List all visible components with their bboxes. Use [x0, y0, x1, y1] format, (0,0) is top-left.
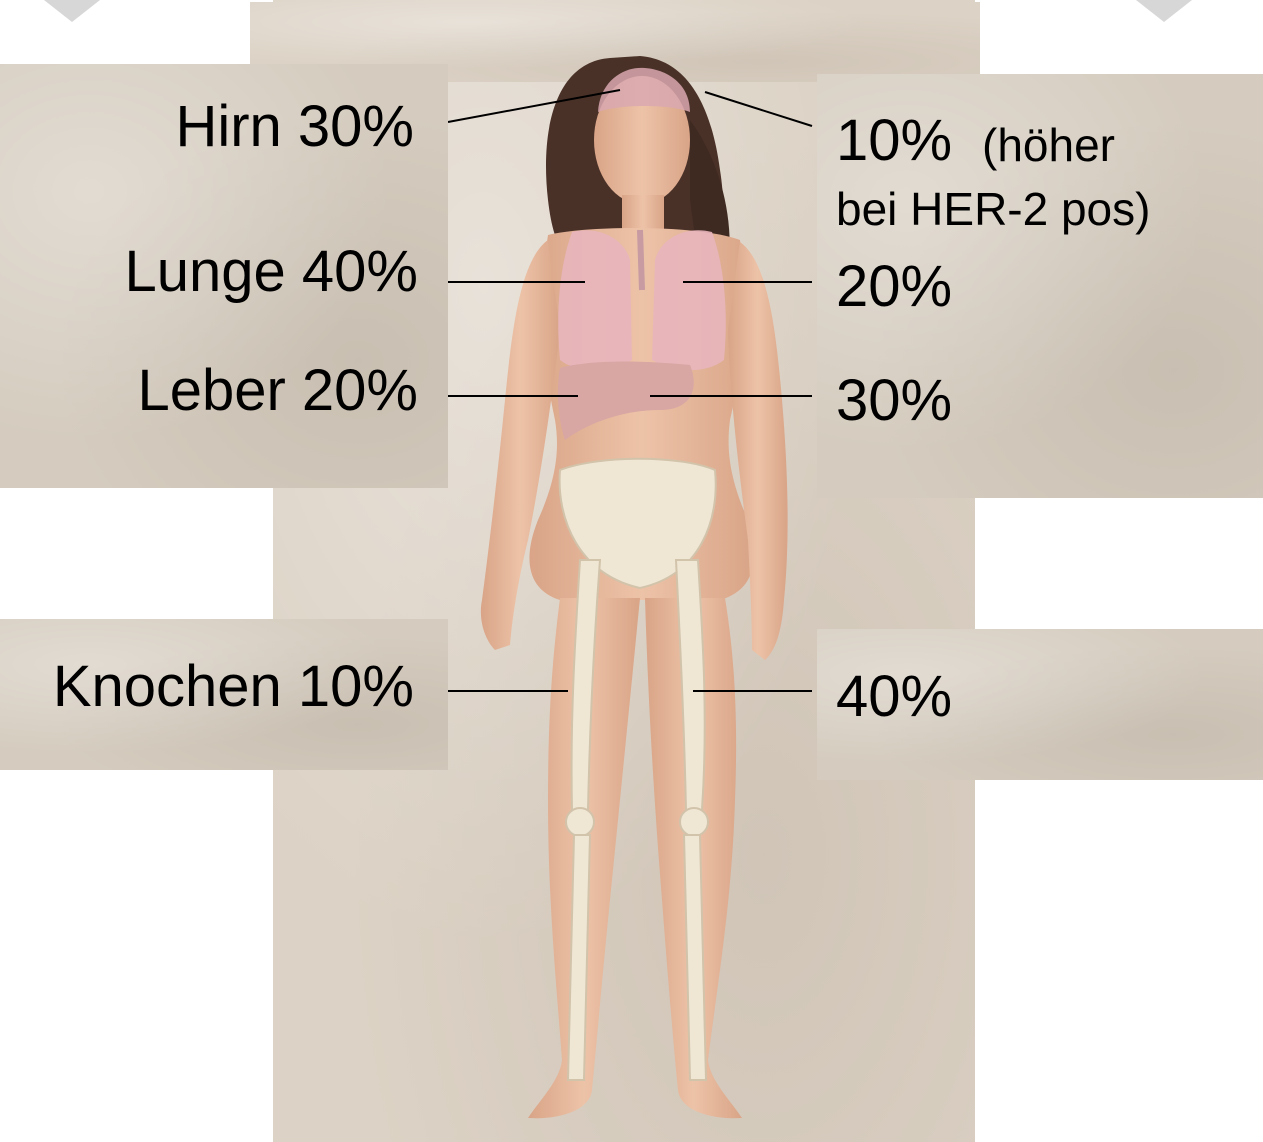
left-label-liver: Leber 20% [40, 362, 418, 420]
right-label-lung: 20% [836, 258, 952, 316]
right-label-brain-note-1: (höher [982, 122, 1115, 168]
right-label-brain-pct: 10% [836, 112, 952, 170]
left-label-bone: Knochen 10% [0, 658, 414, 716]
right-label-brain-note-2: bei HER-2 pos) [836, 186, 1150, 232]
right-knee [680, 808, 708, 836]
left-label-brain: Hirn 30% [40, 98, 414, 156]
left-label-lung: Lunge 40% [40, 243, 418, 301]
right-label-liver: 30% [836, 372, 952, 430]
right-arm [728, 242, 788, 660]
right-label-bone: 40% [836, 668, 952, 726]
brain-right-leader [705, 92, 812, 126]
trachea [640, 230, 642, 290]
left-knee [566, 808, 594, 836]
